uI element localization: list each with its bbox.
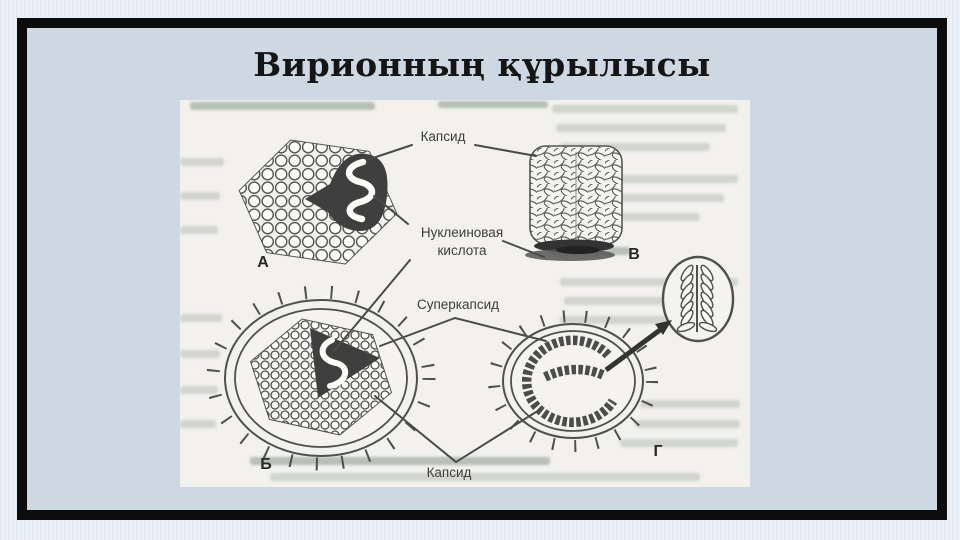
enveloped-helical-diagram	[488, 310, 672, 452]
slide-frame: Вирионның құрылысы	[17, 18, 947, 520]
nucleic-acid-strand	[345, 158, 376, 223]
coiled-nucleocapsid-inner	[542, 364, 605, 382]
label-nucleic-acid-line2: кислота	[438, 243, 487, 258]
helical-capsid-diagram	[525, 145, 623, 261]
nucleocapsid-inset	[661, 255, 735, 343]
panel-letter-a: А	[257, 254, 269, 271]
nucleic-acid-blob	[305, 153, 388, 232]
envelope-spikes	[488, 310, 658, 452]
panel-letter-v: В	[628, 246, 640, 263]
figure-svg: Капсид Нуклеиновая кислота Суперкапсид К…	[180, 101, 740, 481]
coiled-nucleocapsid	[521, 335, 618, 428]
label-capsid-top: Капсид	[421, 129, 466, 144]
figure-labels: Капсид Нуклеиновая кислота Суперкапсид К…	[417, 129, 503, 480]
panel-letter-g: Г	[653, 443, 662, 460]
panel-letter-b: Б	[260, 456, 272, 473]
textbook-scan-figure: Капсид Нуклеиновая кислота Суперкапсид К…	[180, 100, 750, 487]
magnify-arrow	[604, 327, 662, 373]
pointer-lines	[333, 144, 547, 464]
enveloped-icosahedral-diagram	[206, 285, 436, 471]
envelope-spikes	[206, 285, 436, 471]
label-nucleic-acid-line1: Нуклеиновая	[421, 225, 503, 240]
label-capsid-bottom: Капсид	[427, 465, 472, 480]
panel-letters: А Б В Г	[257, 246, 662, 473]
icosahedral-capsid-diagram	[238, 139, 398, 265]
label-supercapsid: Суперкапсид	[417, 297, 499, 312]
nucleic-acid-strand	[319, 337, 348, 389]
magnify-arrow-head	[655, 320, 672, 335]
slide-title: Вирионның құрылысы	[253, 45, 711, 84]
